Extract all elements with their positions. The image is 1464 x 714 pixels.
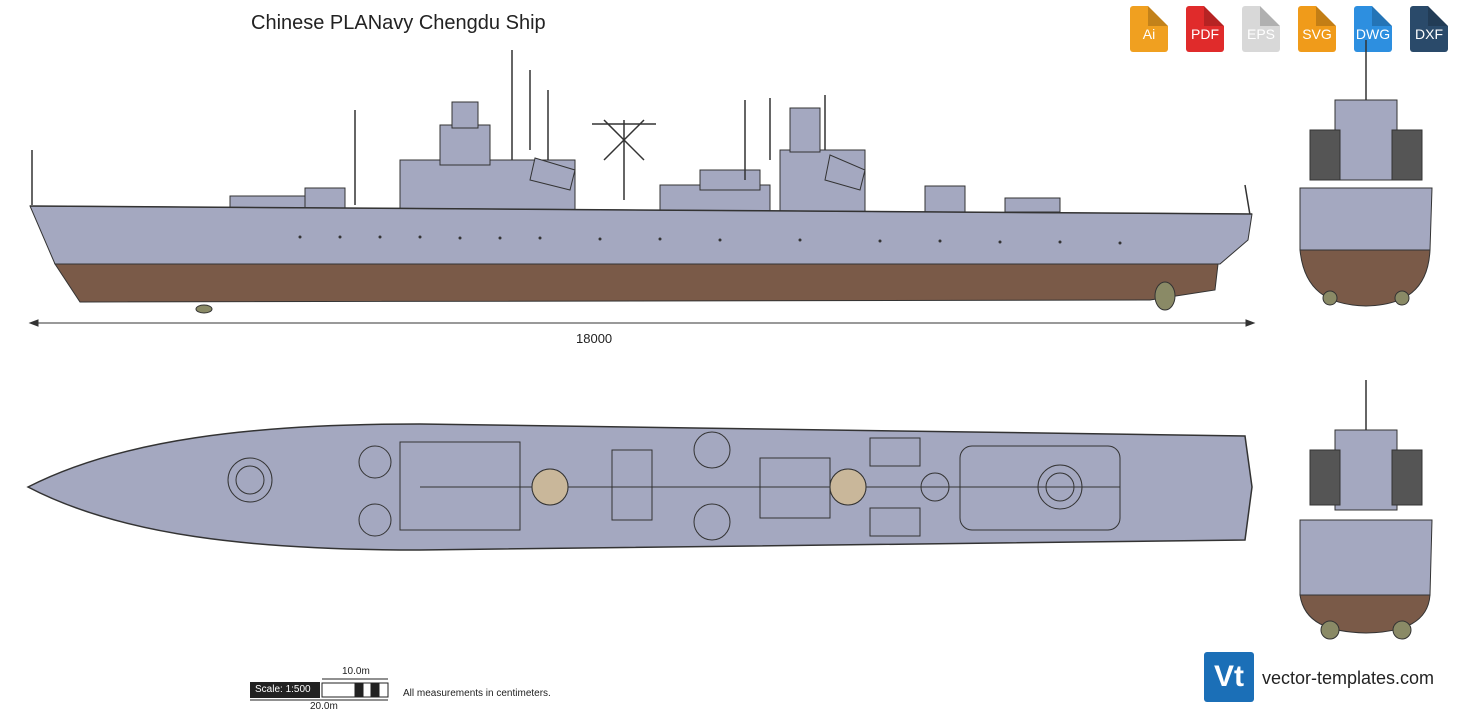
- side-masts: [31, 50, 1251, 216]
- length-dimension: 18000: [576, 331, 613, 346]
- propeller-icon: [1154, 281, 1176, 311]
- site-name[interactable]: vector-templates.com: [1262, 668, 1435, 688]
- measurement-note: All measurements in centimeters.: [403, 688, 551, 699]
- side-hull-lower: [54, 263, 1219, 303]
- svg-format-icon[interactable]: SVG: [1292, 6, 1342, 52]
- side-view: [28, 50, 1256, 327]
- side-superstructure: [229, 101, 1061, 214]
- pdf-format-icon[interactable]: PDF: [1180, 6, 1230, 52]
- front-view: [1299, 40, 1433, 307]
- ai-format-label: Ai: [1142, 26, 1156, 42]
- pdf-format-label: PDF: [1191, 26, 1219, 42]
- format-icons: Ai PDF EPS SVG DWG DXF: [1124, 6, 1454, 52]
- ai-format-icon[interactable]: Ai: [1124, 6, 1174, 52]
- eps-format-label: EPS: [1246, 26, 1275, 42]
- vt-logo-icon[interactable]: Vt: [1204, 652, 1254, 702]
- dxf-format-icon[interactable]: DXF: [1404, 6, 1454, 52]
- scale-long-label: 20.0m: [310, 701, 338, 712]
- eps-format-icon[interactable]: EPS: [1236, 6, 1286, 52]
- svg-format-label: SVG: [1302, 26, 1332, 42]
- side-hull-upper: [29, 205, 1253, 265]
- dimension-line: [28, 319, 1256, 327]
- page-title: Chinese PLANavy Chengdu Ship: [251, 12, 546, 34]
- dxf-format-label: DXF: [1415, 26, 1443, 42]
- side-portholes: [298, 235, 1122, 245]
- scale-label: Scale: 1:500: [250, 682, 320, 698]
- rear-view: [1299, 380, 1433, 640]
- dwg-format-label: DWG: [1355, 26, 1391, 42]
- top-view: [26, 423, 1253, 551]
- scale-bar: [250, 678, 389, 701]
- dwg-format-icon[interactable]: DWG: [1348, 6, 1398, 52]
- scale-short-label: 10.0m: [342, 666, 370, 677]
